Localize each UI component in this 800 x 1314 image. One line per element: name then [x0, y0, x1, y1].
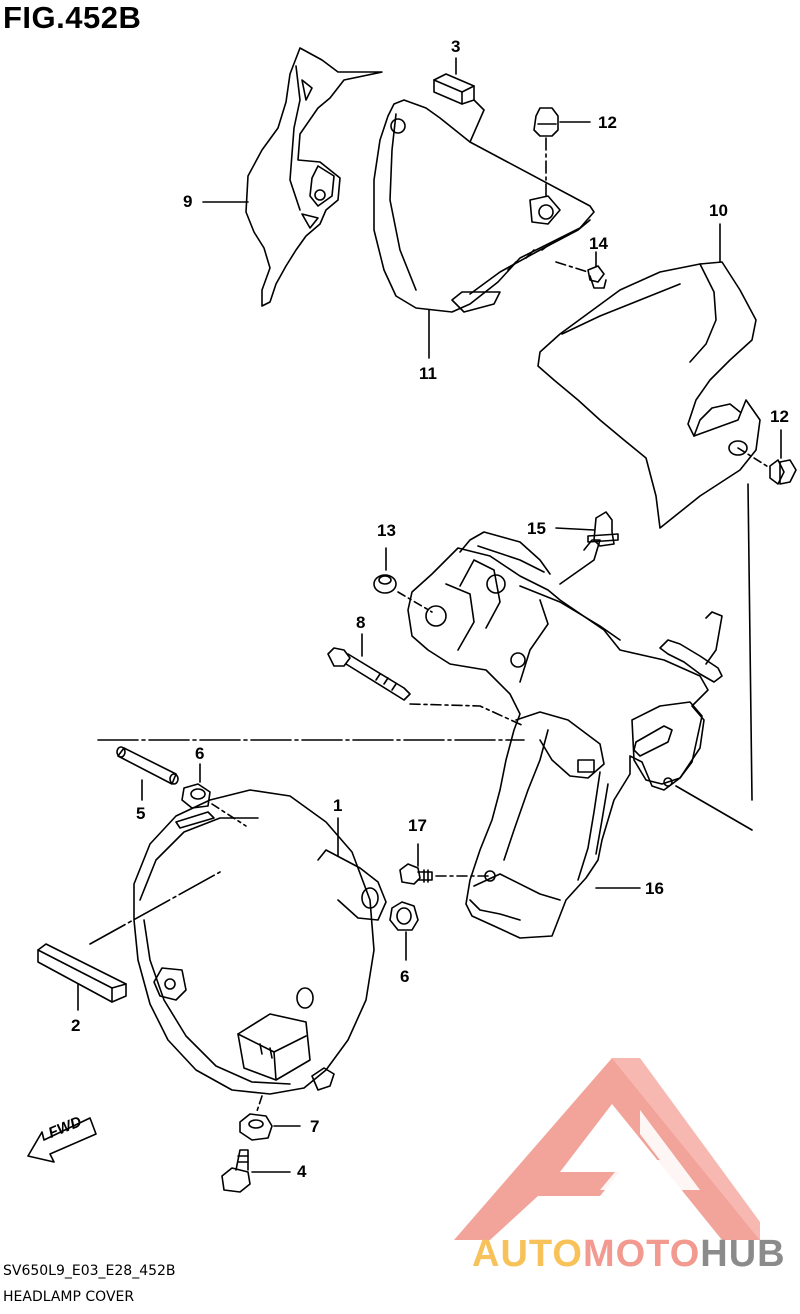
- callout-5: 5: [136, 804, 146, 823]
- callout-6-upper: 6: [195, 744, 205, 763]
- callout-6-lower: 6: [400, 967, 410, 986]
- part-15-clip: [587, 511, 619, 547]
- callout-12-top: 12: [598, 113, 617, 132]
- leader-3b: [469, 99, 485, 143]
- watermark-logo: [454, 1058, 760, 1240]
- callout-3: 3: [451, 37, 461, 56]
- part-9-side-cover: [245, 47, 383, 307]
- leader-15: [555, 527, 595, 531]
- watermark-hub: HUB: [700, 1233, 786, 1275]
- callout-2: 2: [71, 1016, 81, 1035]
- figure-code: SV650L9_E03_E28_452B: [3, 1263, 176, 1279]
- fwd-arrow-icon: [27, 1117, 97, 1163]
- watermark-auto: AUTO: [472, 1233, 583, 1275]
- figure-caption: HEADLAMP COVER: [3, 1289, 135, 1305]
- centerline-6a: [211, 803, 247, 827]
- part-13-grommet: [373, 574, 397, 594]
- centerline-8: [409, 703, 525, 727]
- part-3-pad: [433, 73, 475, 105]
- callout-4: 4: [297, 1162, 307, 1181]
- callout-12-right: 12: [770, 407, 789, 426]
- callout-14: 14: [589, 234, 608, 253]
- part-16-bracket: [407, 531, 723, 939]
- part-5-pin: [116, 746, 179, 785]
- watermark-text: AUTOMOTOHUB: [472, 1233, 786, 1276]
- ref-line-10b: [675, 785, 753, 831]
- figure-title: FIG.452B: [3, 0, 142, 35]
- ref-line-10: [747, 483, 753, 801]
- centerline-12b: [737, 447, 771, 469]
- part-17-bolt: [399, 863, 433, 885]
- callout-13: 13: [377, 521, 396, 540]
- callout-9: 9: [183, 192, 193, 211]
- callout-10: 10: [709, 201, 728, 220]
- part-14-screw: [587, 265, 607, 289]
- part-11-upper-cowl: [373, 99, 595, 313]
- centerline-14: [555, 261, 589, 273]
- part-10-side-cover: [537, 261, 761, 529]
- watermark-moto: MOTO: [582, 1233, 701, 1275]
- part-1-headlamp-housing: [133, 789, 387, 1095]
- part-8-bolt: [327, 647, 411, 701]
- callout-8: 8: [356, 613, 366, 632]
- centerline-13: [397, 591, 433, 613]
- callout-11: 11: [419, 364, 437, 383]
- part-12-nut-top: [533, 107, 559, 137]
- centerline-7: [255, 1095, 263, 1115]
- part-4-bolt: [221, 1149, 251, 1193]
- centerline-2: [89, 871, 221, 945]
- callout-17: 17: [408, 816, 427, 835]
- callout-15: 15: [527, 519, 546, 538]
- part-2-pad: [37, 943, 127, 1003]
- part-6-grommet-upper: [181, 783, 211, 809]
- callout-7: 7: [310, 1117, 320, 1136]
- part-7-grommet: [239, 1113, 273, 1141]
- callout-1: 1: [333, 796, 343, 815]
- callout-16: 16: [645, 879, 664, 898]
- part-12-screw-right: [769, 459, 797, 485]
- part-6-grommet-lower: [389, 901, 419, 931]
